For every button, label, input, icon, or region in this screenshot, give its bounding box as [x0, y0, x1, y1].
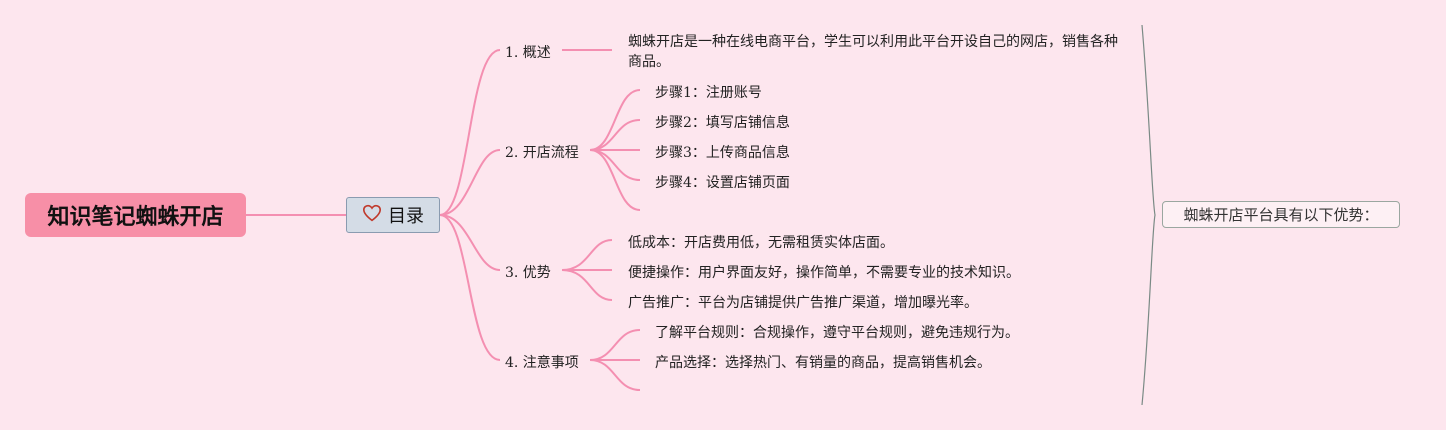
link-toc-topic-4	[439, 214, 501, 361]
summary-label: 蜘蛛开店平台具有以下优势：	[1183, 206, 1379, 224]
toc-node[interactable]: 目录	[346, 197, 440, 233]
leaf-step-4[interactable]: 步骤4：设置店铺页面	[655, 175, 790, 191]
link-toc-topic-1	[439, 49, 501, 216]
link-toc-topic-3	[439, 214, 501, 271]
topic-overview[interactable]: 1. 概述	[505, 45, 551, 61]
link-topic-3-leaf-3	[561, 269, 613, 301]
link-toc-topic-2	[439, 149, 501, 216]
leaf-step-3[interactable]: 步骤3：上传商品信息	[655, 145, 790, 161]
topic-notes[interactable]: 4. 注意事项	[505, 355, 579, 371]
root-topic[interactable]: 知识笔记蜘蛛开店	[25, 193, 246, 237]
link-topic-4-leaf-3	[589, 359, 641, 391]
topic-advantages[interactable]: 3. 优势	[505, 265, 551, 281]
summary-node[interactable]: 蜘蛛开店平台具有以下优势：	[1162, 201, 1400, 228]
leaf-overview[interactable]: 蜘蛛开店是一种在线电商平台，学生可以利用此平台开设自己的网店，销售各种商品。	[628, 34, 1118, 70]
link-topic-2-leaf-1	[589, 89, 641, 151]
link-topic-2-leaf-2	[589, 119, 641, 151]
leaf-note-products[interactable]: 产品选择：选择热门、有销量的商品，提高销售机会。	[655, 355, 991, 371]
toc-label: 目录	[388, 206, 424, 227]
heart-icon	[362, 204, 382, 227]
link-topic-3-leaf-1	[561, 239, 613, 271]
leaf-step-2[interactable]: 步骤2：填写店铺信息	[655, 115, 790, 131]
link-topic-2-leaf-4	[589, 149, 641, 181]
topic-process[interactable]: 2. 开店流程	[505, 145, 579, 161]
leaf-note-rules[interactable]: 了解平台规则：合规操作，遵守平台规则，避免违规行为。	[655, 325, 1019, 341]
link-topic-4-leaf-1	[589, 329, 641, 361]
link-topic-2-leaf-5	[589, 149, 641, 211]
leaf-advantage-ease[interactable]: 便捷操作：用户界面友好，操作简单，不需要专业的技术知识。	[628, 265, 1020, 281]
leaf-advantage-cost[interactable]: 低成本：开店费用低，无需租赁实体店面。	[628, 235, 894, 251]
leaf-step-1[interactable]: 步骤1：注册账号	[655, 85, 762, 101]
summary-bracket	[1141, 24, 1156, 406]
root-title: 知识笔记蜘蛛开店	[47, 205, 224, 230]
leaf-advantage-promotion[interactable]: 广告推广：平台为店铺提供广告推广渠道，增加曝光率。	[628, 295, 978, 311]
